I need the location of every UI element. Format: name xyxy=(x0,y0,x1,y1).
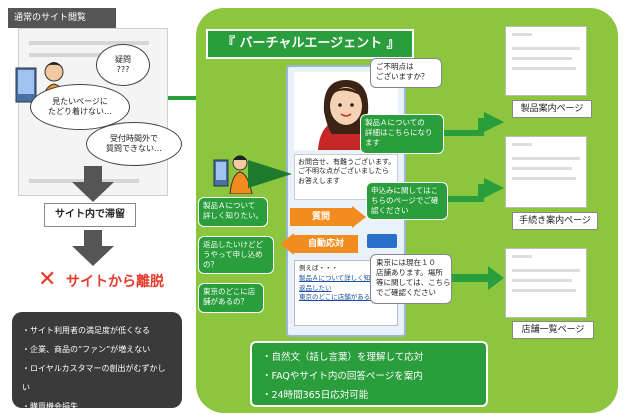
question-text: 製品Ａについて 詳しく知りたい。 xyxy=(203,201,263,220)
feature-item: ・自然文（話し言葉）を理解して応対 xyxy=(262,352,424,363)
cannot-find-page-cloud: 見たいページに たどり着けない… xyxy=(30,84,130,130)
negative-effects-box: ・サイト利用者の満足度が低くなる ・企業、商品の“ファン”が増えない ・ロイヤル… xyxy=(12,312,182,411)
tag-arrow-left-icon xyxy=(280,233,294,255)
normal-browsing-label: 通常のサイト閲覧 xyxy=(8,8,116,28)
answer-text: 製品Ａについての 詳細はこちらになり ます xyxy=(365,118,433,147)
effect-item: ・ロイヤルカスタマーの創出がむずかしい xyxy=(22,364,166,392)
question-tag: 質問 xyxy=(290,208,352,226)
example-link[interactable]: 製品Ａについて詳しく知りたい xyxy=(299,273,390,282)
user-question-bubble: 製品Ａについて 詳しく知りたい。 xyxy=(198,197,268,227)
doc-line xyxy=(512,157,580,160)
user-question-bubble: 返品したいけどど うやって申し込め の？ xyxy=(198,236,274,274)
question-text: 東京のどこに店 舗があるの？ xyxy=(203,287,256,306)
cloud-text: 見たいページに たどり着けない… xyxy=(48,97,112,116)
send-button[interactable] xyxy=(367,234,397,248)
stuck-on-site-box: サイト内で滞留 xyxy=(44,203,136,227)
procedure-page-thumbnail xyxy=(505,136,587,208)
bubble-text: ご不明点は ございますか？ xyxy=(376,62,429,82)
doc-line xyxy=(512,177,576,180)
doc-line xyxy=(512,33,532,36)
agent-answer-bubble: 東京には現在１０ 店舗あります。場所 等に関しては、こちら でご確認ください xyxy=(370,254,452,304)
cloud-text: 疑問 ??? xyxy=(115,55,131,74)
product-page-label[interactable]: 製品案内ページ xyxy=(512,100,592,118)
user-question-bubble: 東京のどこに店 舗があるの？ xyxy=(198,283,264,313)
right-arrow-icon xyxy=(452,266,504,290)
answer-text: 申込みに関してはこ ちらのページでご確 認ください xyxy=(371,186,439,215)
product-page-thumbnail xyxy=(505,26,587,96)
leave-site-text: サイトから離脱 xyxy=(66,274,164,290)
speech-pointer-icon xyxy=(248,160,292,188)
example-link[interactable]: 返品したい xyxy=(299,283,332,292)
right-arrow-icon xyxy=(444,112,504,136)
question-cloud: 疑問 ??? xyxy=(96,44,150,86)
cross-icon: ✕ xyxy=(38,267,57,292)
store-list-page-thumbnail xyxy=(505,248,587,318)
doc-line xyxy=(512,269,580,272)
questioning-user-icon xyxy=(213,155,253,194)
procedure-page-label[interactable]: 手続き案内ページ xyxy=(512,212,598,230)
right-arrow-icon xyxy=(448,178,504,202)
cloud-text: 受付時間外で 質問できない… xyxy=(106,134,162,153)
doc-line xyxy=(512,143,532,146)
effect-item: ・企業、商品の“ファン”が増えない xyxy=(22,345,151,354)
agent-answer-bubble: 申込みに関してはこ ちらのページでご確 認ください xyxy=(366,182,448,220)
example-label: 例えば・・・ xyxy=(299,264,338,272)
example-link[interactable]: 東京のどこに店舗があるの？ xyxy=(299,293,384,302)
down-arrow-icon xyxy=(72,230,114,266)
down-arrow-icon xyxy=(72,166,114,202)
doc-line xyxy=(512,167,572,170)
page-line xyxy=(29,41,149,45)
feature-item: ・FAQやサイト内の回答ページを案内 xyxy=(262,371,423,382)
doc-line xyxy=(512,255,532,258)
doc-line xyxy=(512,279,572,282)
doc-line xyxy=(512,289,576,292)
effect-item: ・サイト利用者の満足度が低くなる xyxy=(22,326,150,335)
virtual-agent-title: 『 バーチャルエージェント 』 xyxy=(206,29,414,59)
outside-hours-cloud: 受付時間外で 質問できない… xyxy=(86,122,182,166)
tag-arrow-right-icon xyxy=(352,206,366,228)
doc-line xyxy=(512,67,576,70)
chat-text: お問合せ、有難うございます。 ご不明な点がございましたら お答えします xyxy=(298,158,396,185)
question-text: 返品したいけどど うやって申し込め の？ xyxy=(203,240,263,269)
page-line xyxy=(29,53,119,57)
agent-features-box: ・自然文（話し言葉）を理解して応対 ・FAQやサイト内の回答ページを案内 ・24… xyxy=(250,341,488,407)
doc-line xyxy=(512,57,572,60)
feature-item: ・24時間365日応対可能 xyxy=(262,390,369,401)
store-list-page-label[interactable]: 店舗一覧ページ xyxy=(512,321,594,339)
doc-line xyxy=(512,47,580,50)
answer-text: 東京には現在１０ 店舗あります。場所 等に関しては、こちら でご確認ください xyxy=(376,258,451,298)
agent-answer-bubble: 製品Ａについての 詳細はこちらになり ます xyxy=(360,114,444,154)
auto-response-tag: 自動応対 xyxy=(294,235,358,253)
agent-greeting-bubble: ご不明点は ございますか？ xyxy=(370,58,442,88)
effect-item: ・購買機会損失 xyxy=(22,402,78,411)
